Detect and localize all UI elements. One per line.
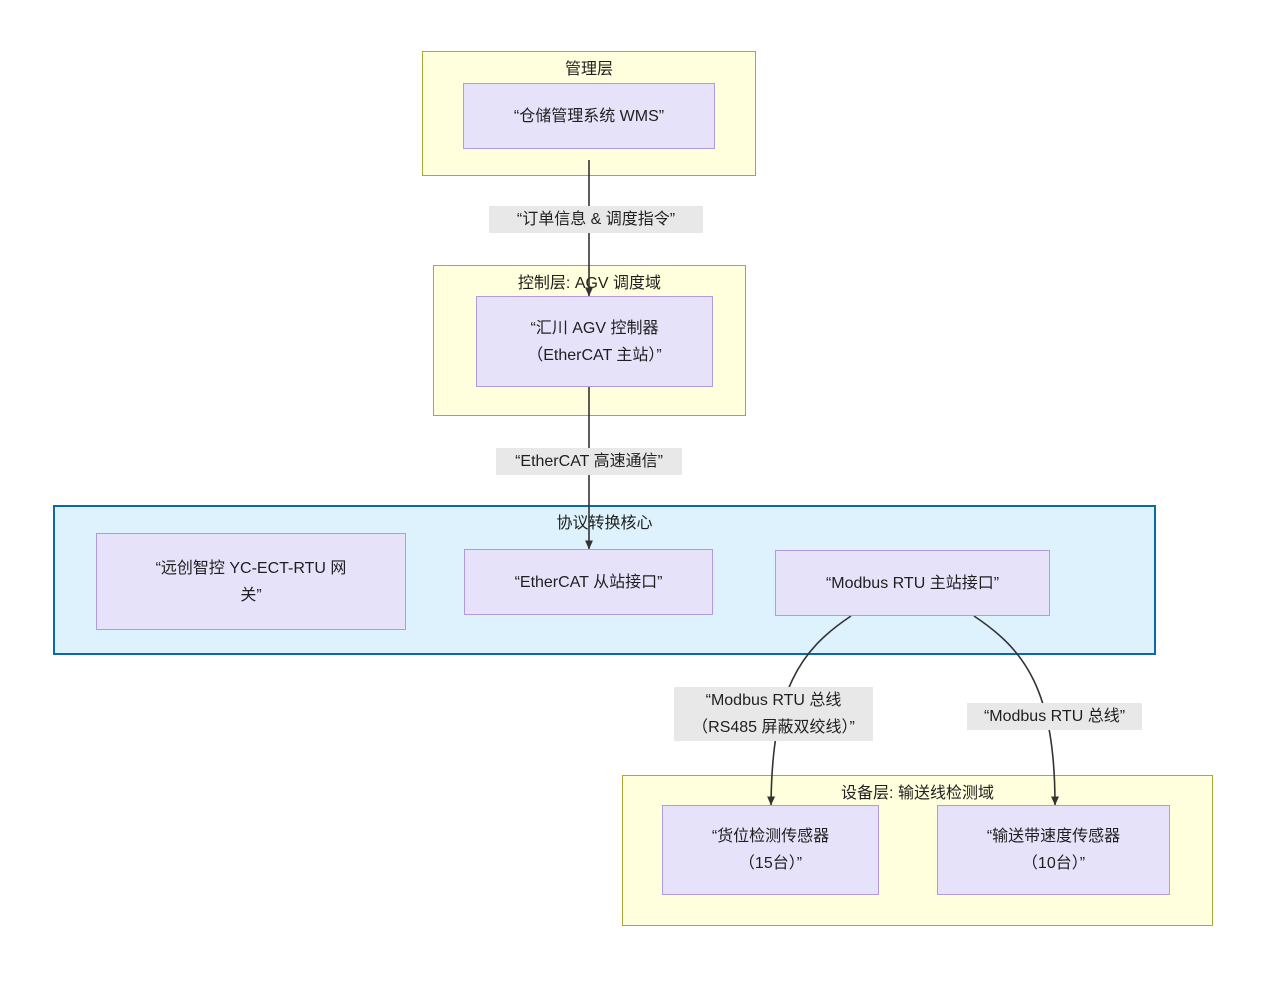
node-speed-sensor[interactable]: “输送带速度传感器 （10台）”: [937, 805, 1170, 895]
cluster-protocol-core-title: 协议转换核心: [556, 515, 653, 532]
edge-label-ethercat-highspeed: “EtherCAT 高速通信”: [496, 448, 682, 475]
edge-label-modbus-rs485: “Modbus RTU 总线 （RS485 屏蔽双绞线）”: [674, 687, 873, 741]
node-ethercat-slave[interactable]: “EtherCAT 从站接口”: [464, 549, 713, 615]
edge-label-order-info: “订单信息 & 调度指令”: [489, 206, 703, 233]
node-modbus-master[interactable]: “Modbus RTU 主站接口”: [775, 550, 1050, 616]
edge-label-modbus-bus: “Modbus RTU 总线”: [967, 703, 1142, 730]
cluster-management-title: 管理层: [564, 61, 613, 78]
cluster-device-title: 设备层: 输送线检测域: [841, 785, 994, 802]
node-wms[interactable]: “仓储管理系统 WMS”: [463, 83, 715, 149]
node-slot-sensor[interactable]: “货位检测传感器 （15台）”: [662, 805, 879, 895]
node-gateway[interactable]: “远创智控 YC-ECT-RTU 网 关”: [96, 533, 406, 630]
node-agv-controller[interactable]: “汇川 AGV 控制器 （EtherCAT 主站）”: [476, 296, 713, 387]
cluster-control-title: 控制层: AGV 调度域: [517, 275, 662, 292]
